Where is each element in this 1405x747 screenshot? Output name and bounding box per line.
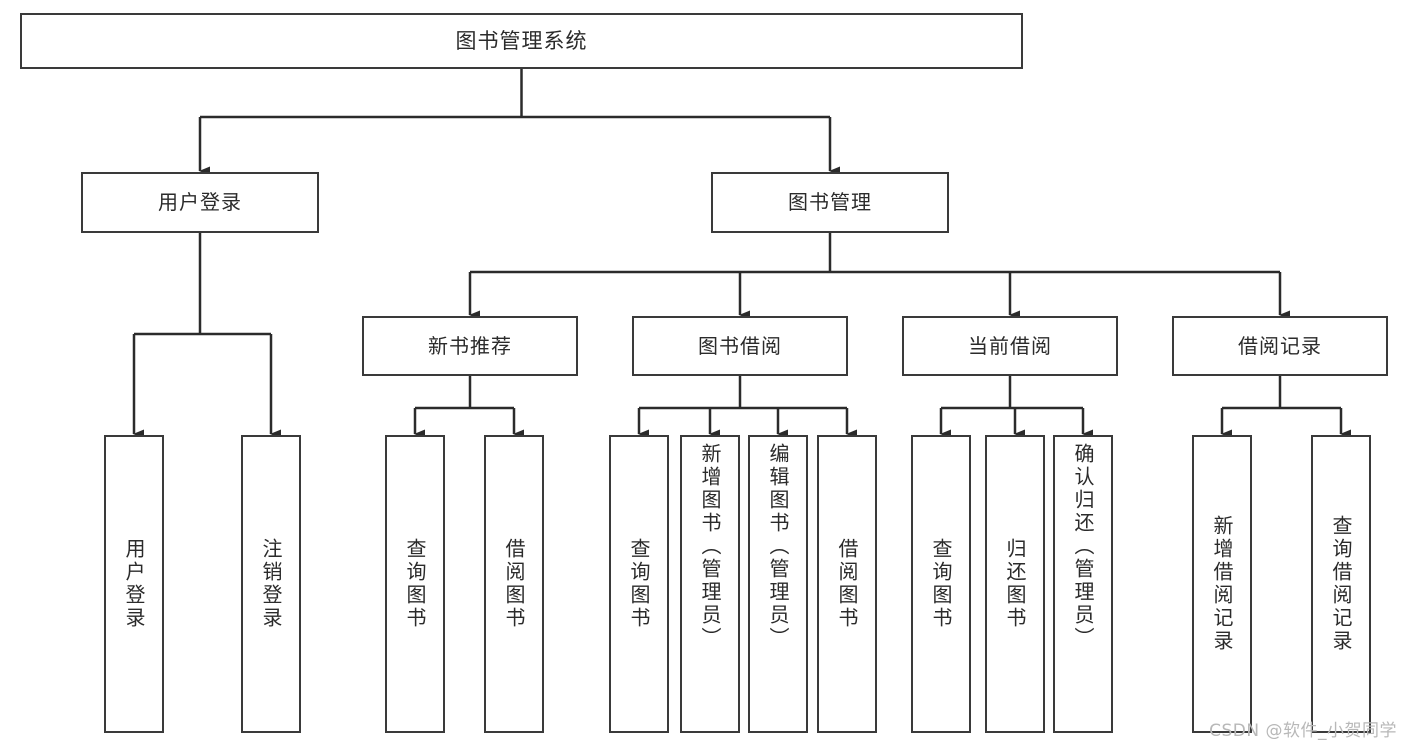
node-leaf-add-book-admin-label: 新增图书（管理员） (698, 443, 722, 650)
node-leaf-query-book-2[interactable]: 查询图书 (609, 435, 669, 733)
node-book-borrow[interactable]: 图书借阅 (632, 316, 848, 376)
leaf-inner: 查询图书 (611, 437, 667, 731)
node-leaf-add-borrow-record[interactable]: 新增借阅记录 (1192, 435, 1252, 733)
leaf-inner: 新增图书（管理员） (682, 437, 738, 737)
leaf-inner: 借阅图书 (819, 437, 875, 731)
node-user-login[interactable]: 用户登录 (81, 172, 319, 233)
node-book-manage[interactable]: 图书管理 (711, 172, 949, 233)
leaf-inner: 查询借阅记录 (1313, 437, 1369, 731)
node-leaf-query-book-2-label: 查询图书 (627, 538, 651, 630)
node-leaf-borrow-book-2-label: 借阅图书 (835, 538, 859, 630)
node-user-login-label: 用户登录 (158, 190, 242, 214)
node-leaf-edit-book-admin[interactable]: 编辑图书（管理员） (748, 435, 808, 733)
node-leaf-add-borrow-record-label: 新增借阅记录 (1210, 515, 1234, 653)
node-current-borrow-label: 当前借阅 (968, 333, 1052, 358)
node-leaf-return-book-label: 归还图书 (1003, 538, 1027, 630)
node-new-book-recommend[interactable]: 新书推荐 (362, 316, 578, 376)
leaf-inner: 归还图书 (987, 437, 1043, 731)
node-borrow-record-label: 借阅记录 (1238, 333, 1322, 358)
node-leaf-query-borrow-record-label: 查询借阅记录 (1329, 515, 1353, 653)
node-current-borrow[interactable]: 当前借阅 (902, 316, 1118, 376)
node-leaf-confirm-return-admin-label: 确认归还（管理员） (1071, 443, 1095, 650)
node-leaf-borrow-book-2[interactable]: 借阅图书 (817, 435, 877, 733)
leaf-inner: 新增借阅记录 (1194, 437, 1250, 731)
node-leaf-return-book[interactable]: 归还图书 (985, 435, 1045, 733)
node-leaf-query-book-1[interactable]: 查询图书 (385, 435, 445, 733)
node-leaf-query-book-3[interactable]: 查询图书 (911, 435, 971, 733)
node-book-manage-label: 图书管理 (788, 190, 872, 214)
node-leaf-logout-login-label: 注销登录 (259, 538, 283, 630)
leaf-inner: 借阅图书 (486, 437, 542, 731)
node-borrow-record[interactable]: 借阅记录 (1172, 316, 1388, 376)
leaf-inner: 编辑图书（管理员） (750, 437, 806, 737)
node-leaf-query-borrow-record[interactable]: 查询借阅记录 (1311, 435, 1371, 733)
node-leaf-confirm-return-admin[interactable]: 确认归还（管理员） (1053, 435, 1113, 733)
node-book-borrow-label: 图书借阅 (698, 333, 782, 358)
node-leaf-add-book-admin[interactable]: 新增图书（管理员） (680, 435, 740, 733)
node-new-book-recommend-label: 新书推荐 (428, 333, 512, 358)
node-leaf-query-book-1-label: 查询图书 (403, 538, 427, 630)
node-root-label: 图书管理系统 (455, 28, 588, 53)
node-leaf-borrow-book-1[interactable]: 借阅图书 (484, 435, 544, 733)
leaf-inner: 查询图书 (913, 437, 969, 731)
node-root[interactable]: 图书管理系统 (20, 13, 1023, 69)
node-leaf-edit-book-admin-label: 编辑图书（管理员） (766, 443, 790, 650)
node-leaf-logout-login[interactable]: 注销登录 (241, 435, 301, 733)
node-leaf-user-login[interactable]: 用户登录 (104, 435, 164, 733)
node-leaf-query-book-3-label: 查询图书 (929, 538, 953, 630)
leaf-inner: 确认归还（管理员） (1055, 437, 1111, 737)
node-leaf-user-login-label: 用户登录 (122, 538, 146, 630)
leaf-inner: 用户登录 (106, 437, 162, 731)
leaf-inner: 注销登录 (243, 437, 299, 731)
node-leaf-borrow-book-1-label: 借阅图书 (502, 538, 526, 630)
leaf-inner: 查询图书 (387, 437, 443, 731)
watermark-label: CSDN @软件_小贺同学 (1209, 721, 1397, 741)
